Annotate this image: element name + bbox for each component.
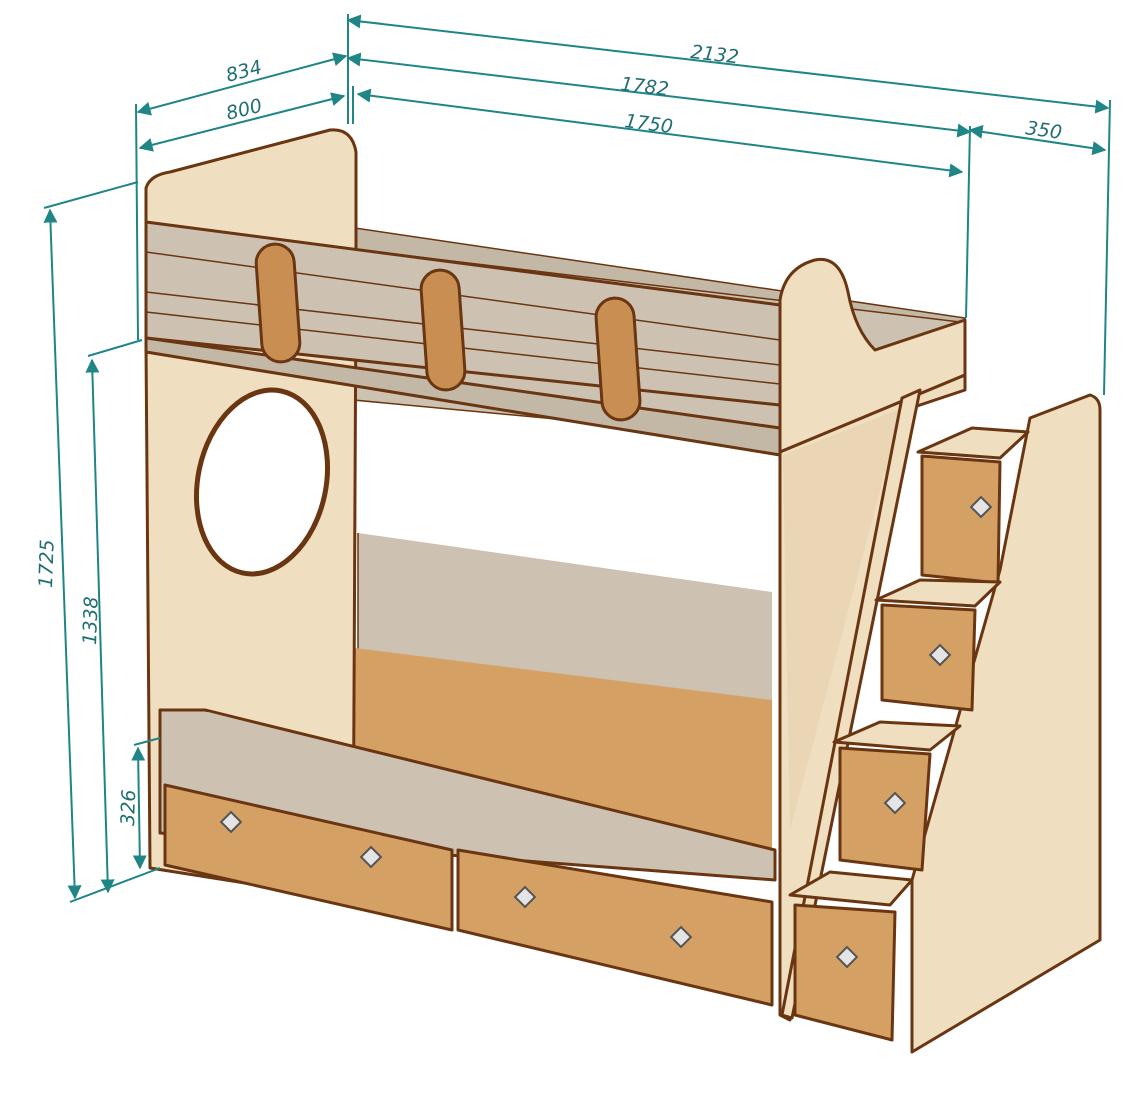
dim-2132-label: 2132 [689,41,740,68]
dim-1725-label: 1725 [35,539,59,588]
dim-350-line [968,124,1107,156]
stair-steps [788,426,1030,1042]
rail-decor-1 [254,242,302,364]
dim-326-line [131,746,147,870]
right-end-panel-top [778,257,967,454]
dim-800-label: 800 [224,95,265,125]
dim-350-label: 350 [1024,117,1063,144]
dim-1338-line [85,358,115,894]
dim-834-label: 834 [224,56,265,87]
drawer-right [456,848,774,1007]
stair-side-panel [910,393,1102,1054]
dim-326-label: 326 [117,789,140,826]
dim-800-line [138,92,346,152]
stair-handrail [780,388,922,1020]
rail-decor-3 [594,296,642,422]
bed-illustration [144,128,1102,1054]
dim-1750-line [356,88,964,178]
rail-decor-2 [419,268,467,392]
porthole-opening [193,387,331,577]
dim-1782-label: 1782 [619,73,670,101]
dim-1338-label: 1338 [79,596,103,645]
diamond-knob-icon [219,495,993,969]
dim-1750-label: 1750 [623,110,674,138]
dim-1725-line [43,208,82,900]
